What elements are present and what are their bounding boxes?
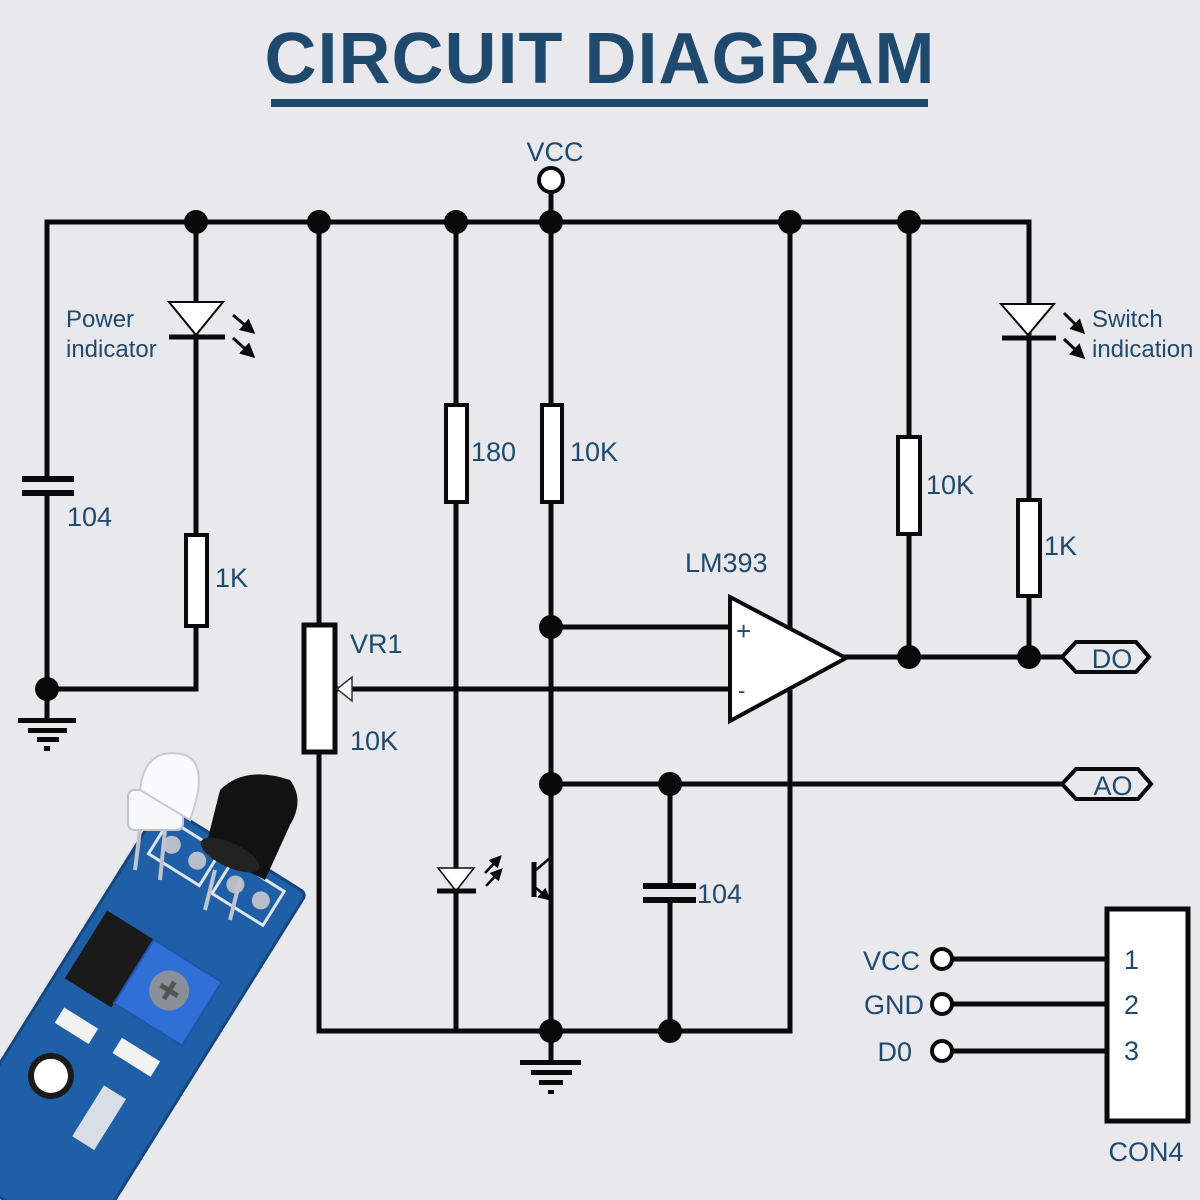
power-indicator-label-1: Power bbox=[66, 306, 134, 333]
page-title: CIRCUIT DIAGRAM bbox=[264, 19, 936, 99]
switch-indication-label-2: indication bbox=[1092, 336, 1193, 363]
vcc-terminal bbox=[537, 166, 565, 194]
pin-number-1: 1 bbox=[1124, 945, 1139, 975]
sensor-module-photo bbox=[0, 752, 306, 1200]
connector-pin-1: VCC 1 bbox=[863, 945, 1139, 976]
comparator-name-label: LM393 bbox=[685, 548, 768, 578]
capacitor-c1-label: 104 bbox=[67, 502, 112, 532]
vr1-name-label: VR1 bbox=[350, 629, 403, 659]
ground-symbol-left bbox=[18, 718, 76, 751]
resistor-r-10k-plus-label: 10K bbox=[570, 437, 618, 467]
ir-led-symbol bbox=[436, 855, 503, 894]
ground-symbol-bottom bbox=[520, 1060, 581, 1094]
pin-number-2: 2 bbox=[1124, 990, 1139, 1020]
ic-chip bbox=[64, 910, 154, 1008]
switch-led-symbol bbox=[998, 303, 1086, 360]
wires bbox=[44, 189, 1109, 1061]
resistor-r-output-pullup-label: 10K bbox=[926, 470, 974, 500]
pin-terminal-vcc bbox=[930, 947, 954, 971]
pin-name-vcc: VCC bbox=[863, 946, 920, 976]
resistor-r-switch-led bbox=[1016, 498, 1042, 598]
resistor-r-power-led-label: 1K bbox=[215, 563, 248, 593]
phototransistor-symbol bbox=[531, 857, 551, 901]
photodiode-photo bbox=[200, 774, 298, 921]
pin-number-3: 3 bbox=[1124, 1036, 1139, 1066]
switch-indication-label-1: Switch bbox=[1092, 306, 1163, 333]
ao-output-tag bbox=[1059, 767, 1154, 801]
title-underline bbox=[271, 99, 928, 107]
vcc-label: VCC bbox=[526, 137, 583, 167]
do-output-tag bbox=[1059, 640, 1152, 674]
capacitor-c1 bbox=[22, 476, 74, 496]
junctions bbox=[35, 210, 1041, 1043]
resistor-r-180-label: 180 bbox=[471, 437, 516, 467]
vr1-value-label: 10K bbox=[350, 726, 398, 756]
resistor-r-switch-led-label: 1K bbox=[1044, 531, 1077, 561]
comparator-lm393 bbox=[728, 593, 851, 725]
potentiometer-vr1 bbox=[301, 622, 338, 755]
comparator-plus-label: + bbox=[736, 616, 751, 646]
resistor-r-180 bbox=[444, 403, 469, 504]
pin-terminal-gnd bbox=[930, 992, 954, 1016]
connector-con4 bbox=[1104, 906, 1191, 1124]
pin-name-gnd: GND bbox=[864, 990, 924, 1020]
ao-output-label: AO bbox=[1093, 771, 1132, 801]
ir-led-photo bbox=[127, 752, 200, 881]
comparator-minus-label: - bbox=[738, 678, 745, 703]
do-output-label: DO bbox=[1092, 644, 1133, 674]
capacitor-c2-label: 104 bbox=[697, 879, 742, 909]
resistor-r-power-led bbox=[184, 533, 209, 628]
pin-name-d0: D0 bbox=[877, 1037, 912, 1067]
resistor-r-10k-plus bbox=[540, 403, 564, 504]
potentiometer-wiper bbox=[335, 675, 353, 703]
resistor-r-output-pullup bbox=[896, 435, 922, 536]
power-led-symbol bbox=[166, 301, 256, 359]
pin-terminal-d0 bbox=[930, 1039, 954, 1063]
connector-name-label: CON4 bbox=[1108, 1137, 1183, 1167]
power-indicator-label-2: indicator bbox=[66, 336, 157, 363]
capacitor-c2 bbox=[643, 883, 696, 903]
connector-pin-2: GND 2 bbox=[864, 990, 1139, 1020]
connector-pin-3: D0 3 bbox=[877, 1036, 1139, 1067]
